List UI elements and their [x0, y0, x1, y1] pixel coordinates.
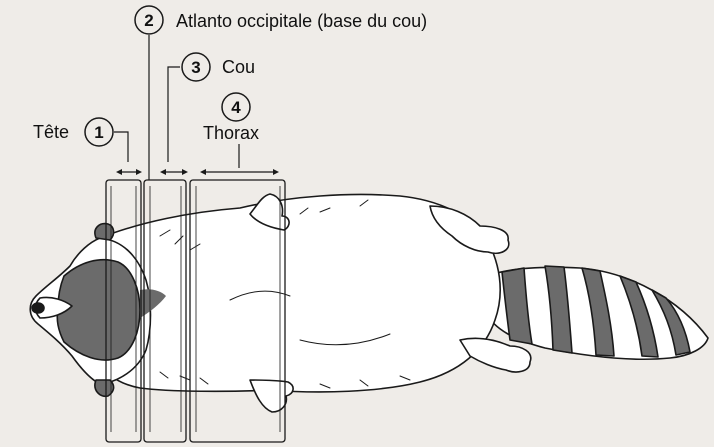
leader-3: [168, 67, 180, 162]
raccoon-illustration: [30, 194, 708, 412]
label-cou: Cou: [222, 57, 255, 77]
raccoon-back-right-paw: [460, 338, 531, 372]
badge-3: 3: [191, 58, 200, 77]
leader-1: [114, 132, 128, 162]
badge-2: 2: [144, 11, 153, 30]
segment-labels: Tête Atlanto occipitale (base du cou) Co…: [33, 11, 427, 143]
dimension-arrows: [116, 169, 279, 175]
label-thorax: Thorax: [203, 123, 259, 143]
label-tete: Tête: [33, 122, 69, 142]
raccoon-mask: [57, 260, 140, 360]
badge-4: 4: [231, 98, 241, 117]
raccoon-nose: [32, 303, 44, 313]
raccoon-front-right-paw: [250, 380, 293, 412]
badge-1: 1: [94, 123, 103, 142]
label-atlanto-occipital: Atlanto occipitale (base du cou): [176, 11, 427, 31]
raccoon-tail: [480, 266, 708, 359]
leader-lines: [114, 35, 239, 180]
